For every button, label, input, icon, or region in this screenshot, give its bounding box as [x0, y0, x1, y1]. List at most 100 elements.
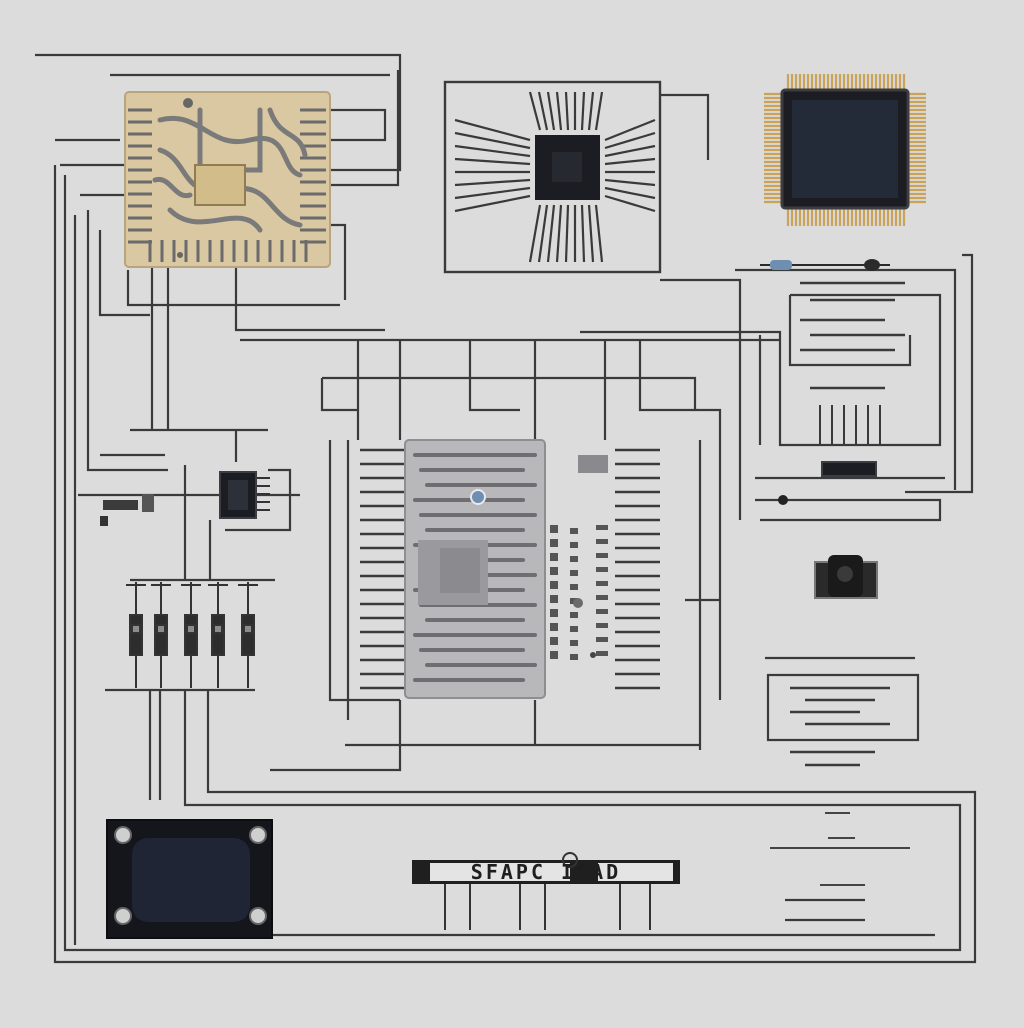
wire-cpu-right-1	[660, 93, 710, 160]
diode-body	[211, 614, 225, 656]
wire-board-left-bus	[328, 440, 400, 702]
wire-bus-drop-3	[468, 340, 520, 412]
diode-band	[186, 624, 196, 634]
smd-part	[596, 595, 608, 600]
socket-trace	[454, 157, 531, 166]
socket-trace	[587, 204, 595, 263]
wire-top-1	[35, 53, 402, 172]
smd-part	[596, 525, 608, 530]
display-panel-icon	[106, 819, 273, 939]
socket-trace	[454, 131, 531, 150]
smd-part	[596, 567, 608, 572]
diode-body	[129, 614, 143, 656]
wire-outer-loop	[53, 165, 977, 964]
connector-strip-icon	[412, 852, 680, 930]
socket-trace	[537, 91, 549, 131]
wire-top-5	[330, 108, 387, 142]
smd-part	[570, 640, 578, 646]
smd-part	[596, 539, 608, 544]
smd-part	[570, 626, 578, 632]
wire-cpu-right-3	[735, 268, 957, 490]
smd-part	[578, 455, 608, 473]
wire-board-bottom-1	[270, 700, 402, 772]
wire-cpu-right-4	[905, 253, 974, 494]
trace-stack-icon	[770, 812, 910, 886]
smd-part	[550, 567, 558, 575]
socket-trace	[454, 194, 531, 213]
socket-trace	[594, 91, 604, 131]
wire-left-vertical-b	[86, 210, 168, 472]
socket-trace	[580, 204, 586, 263]
smd-part	[596, 581, 608, 586]
wire-bus-box	[320, 376, 697, 412]
socket-trace	[604, 178, 656, 187]
coil-icon	[790, 686, 890, 767]
wire-pcb-right	[330, 223, 347, 300]
socket-trace	[580, 91, 586, 131]
smd-part	[550, 525, 558, 533]
wire-left-mid-6	[225, 468, 292, 532]
wire-bus-drop-6	[638, 340, 722, 700]
socket-trace	[454, 144, 531, 158]
diode-body	[184, 614, 198, 656]
socket-trace	[604, 194, 656, 213]
wire-pcb-down-3	[234, 265, 385, 332]
mosfet-icon	[814, 555, 878, 599]
processor-socket-icon	[443, 80, 662, 274]
smd-part	[550, 553, 558, 561]
diode-array-icon	[126, 582, 258, 688]
socket-trace	[587, 91, 595, 131]
wire-outer-loop-inner	[63, 175, 962, 952]
smd-part	[570, 612, 578, 618]
microcontroller-board-icon	[360, 439, 660, 699]
socket-trace	[546, 204, 556, 263]
diode-body	[241, 614, 255, 656]
smd-part	[570, 654, 578, 660]
socket-trace	[454, 186, 531, 200]
smd-part	[570, 528, 578, 534]
socket-trace	[564, 91, 570, 131]
diode-band	[243, 624, 253, 634]
diode-band	[213, 624, 223, 634]
socket-trace	[594, 204, 604, 263]
socket-trace	[604, 157, 656, 166]
socket-trace	[604, 118, 656, 142]
smd-part	[596, 637, 608, 642]
smd-part	[550, 539, 558, 547]
socket-trace	[555, 204, 563, 263]
smd-part	[550, 637, 558, 645]
diode-body	[154, 614, 168, 656]
smd-part	[596, 623, 608, 628]
socket-trace	[528, 204, 542, 263]
smd-part	[570, 542, 578, 548]
smd-part	[550, 623, 558, 631]
wire-bus-to-right	[580, 293, 942, 447]
socket-trace	[604, 144, 656, 158]
socket-trace	[546, 91, 556, 131]
socket-trace	[604, 131, 656, 150]
ic-chip-icon	[219, 471, 270, 519]
diode-band	[131, 624, 141, 634]
smd-part	[570, 570, 578, 576]
smd-part	[550, 581, 558, 589]
wire-coil-box	[766, 673, 920, 742]
socket-trace	[537, 204, 549, 263]
wire-pcb-down-4	[126, 270, 340, 307]
socket-trace	[604, 186, 656, 200]
socket-trace	[555, 91, 563, 131]
wire-reg-2	[788, 295, 912, 367]
smd-part	[596, 553, 608, 558]
wire-reg-bottom-2	[755, 498, 942, 522]
socket-trace	[454, 178, 531, 187]
wire-cpu-right-2	[660, 278, 742, 520]
diode-band	[156, 624, 166, 634]
pcb-board-icon	[124, 91, 331, 268]
wire-left-vertical-c	[98, 230, 150, 317]
smd-part	[570, 556, 578, 562]
smd-part	[550, 651, 558, 659]
qfp-chip-icon	[764, 74, 926, 226]
wire-top-6	[330, 70, 400, 187]
wire-bottom-right-stack	[785, 898, 865, 922]
smd-part	[596, 609, 608, 614]
connector-pad-icon	[100, 494, 154, 526]
